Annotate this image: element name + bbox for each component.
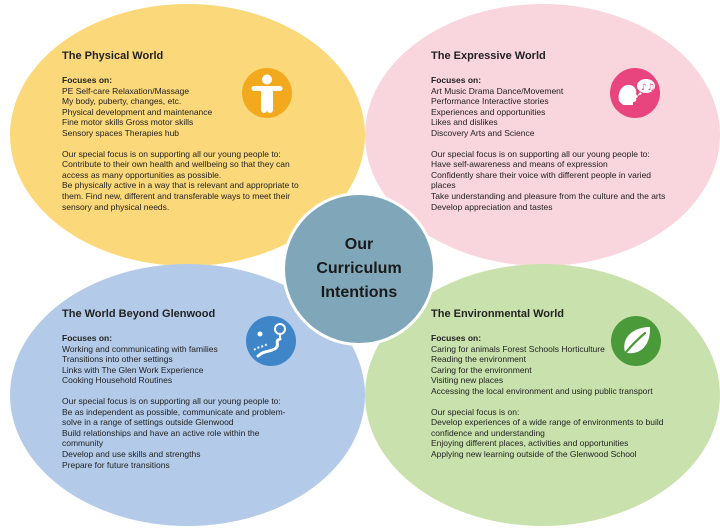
- focus-item: Reading the environment: [431, 354, 526, 365]
- focus-item: Working and communicating with families: [62, 343, 218, 354]
- focus-list: Caring for animals Forest Schools Hortic…: [431, 344, 699, 397]
- special-line: Our special focus is on supporting all o…: [62, 395, 281, 406]
- special-line: Enjoying different places, activities an…: [431, 438, 629, 449]
- focus-item: Discovery Arts and Science: [431, 127, 535, 138]
- focus-list: Working and communicating with families …: [62, 344, 324, 386]
- road-map-icon: [246, 316, 296, 366]
- focus-item: Art Music Drama Dance/Movement: [431, 85, 564, 96]
- focus-item: Accessing the local environment and usin…: [431, 385, 653, 396]
- focus-item: Performance Interactive stories: [431, 96, 549, 107]
- special-line: Develop appreciation and tastes: [431, 201, 553, 212]
- special-focus-text: Our special focus is on supporting all o…: [431, 149, 691, 213]
- special-line: access as many opportunities as possible…: [62, 169, 222, 180]
- expressive-world-oval: [365, 4, 720, 266]
- environmental-world-oval: [365, 264, 720, 526]
- special-line: Applying new learning outside of the Gle…: [431, 448, 637, 459]
- focus-heading: Focuses on:: [62, 75, 113, 85]
- special-line: Build relationships and have an active r…: [62, 427, 260, 438]
- focus-item: Links with The Glen Work Experience: [62, 364, 204, 375]
- focus-item: Experiences and opportunities: [431, 106, 546, 117]
- focus-item: Physical development and maintenance: [62, 106, 213, 117]
- special-line: Take understanding and pleasure from the…: [431, 190, 666, 201]
- speaking-head-music-icon: ♪♫: [610, 68, 660, 118]
- special-line: confidence and understanding: [431, 427, 545, 438]
- special-line: Develop experiences of a wide range of e…: [431, 417, 664, 428]
- special-focus-text: Our special focus is on: Develop experie…: [431, 407, 699, 460]
- expressive-world-section: The Expressive World Focuses on: Art Mus…: [431, 50, 691, 212]
- focus-heading: Focuses on:: [62, 333, 113, 343]
- special-line: Our special focus is on supporting all o…: [62, 148, 281, 159]
- special-line: Confidently share their voice with diffe…: [431, 169, 652, 180]
- focus-heading: Focuses on:: [431, 333, 482, 343]
- section-title: The Expressive World: [431, 50, 546, 62]
- special-line: them. Find new, different and transferab…: [62, 190, 291, 201]
- special-line: solve in a range of settings outside Gle…: [62, 417, 234, 428]
- physical-world-section: The Physical World Focuses on: PE Self-c…: [62, 50, 322, 212]
- special-line: Contribute to their own health and wellb…: [62, 159, 290, 170]
- special-line: Our special focus is on:: [431, 406, 520, 417]
- section-title: The Environmental World: [431, 308, 565, 320]
- special-line: places: [431, 180, 456, 191]
- focus-heading: Focuses on:: [431, 75, 482, 85]
- person-icon: [242, 68, 292, 118]
- focus-item: PE Self-care Relaxation/Massage: [62, 85, 190, 96]
- environmental-world-section: The Environmental World Focuses on: Cari…: [431, 308, 699, 460]
- special-line: Develop and use skills and strengths: [62, 448, 201, 459]
- focus-list: PE Self-care Relaxation/Massage My body,…: [62, 86, 322, 139]
- world-beyond-section: The World Beyond Glenwood Focuses on: Wo…: [62, 308, 324, 470]
- special-line: Our special focus is on supporting all o…: [431, 148, 650, 159]
- focus-item: My body, puberty, changes, etc.: [62, 96, 182, 107]
- curriculum-intentions-circle: Our Curriculum Intentions: [285, 195, 433, 343]
- focus-item: Cooking Household Routines: [62, 375, 173, 386]
- section-title: The World Beyond Glenwood: [62, 308, 216, 320]
- special-line: community: [62, 438, 104, 449]
- center-title-line: Intentions: [320, 284, 398, 301]
- focus-item: Caring for animals Forest Schools Hortic…: [431, 343, 605, 354]
- special-focus-text: Our special focus is on supporting all o…: [62, 149, 322, 213]
- focus-item: Caring for the environment: [431, 364, 532, 375]
- focus-item: Visiting new places: [431, 375, 504, 386]
- special-line: sensory and physical needs.: [62, 201, 170, 212]
- special-line: Be as independent as possible, communica…: [62, 406, 286, 417]
- section-title: The Physical World: [62, 50, 164, 62]
- focus-item: Likes and dislikes: [431, 117, 498, 128]
- center-title-line: Curriculum: [316, 260, 402, 277]
- special-line: Prepare for future transitions: [62, 459, 170, 470]
- focus-list: Art Music Drama Dance/Movement Performan…: [431, 86, 691, 139]
- svg-text:♪♫: ♪♫: [641, 83, 655, 93]
- special-line: Have self-awareness and means of express…: [431, 159, 608, 170]
- focus-item: Fine motor skills Gross motor skills: [62, 117, 194, 128]
- center-title-line: Our: [344, 236, 374, 253]
- special-focus-text: Our special focus is on supporting all o…: [62, 396, 324, 470]
- special-line: Be physically active in a way that is re…: [62, 180, 299, 191]
- focus-item: Sensory spaces Therapies hub: [62, 127, 180, 138]
- focus-item: Transitions into other settings: [62, 354, 173, 365]
- leaf-icon: [611, 316, 661, 366]
